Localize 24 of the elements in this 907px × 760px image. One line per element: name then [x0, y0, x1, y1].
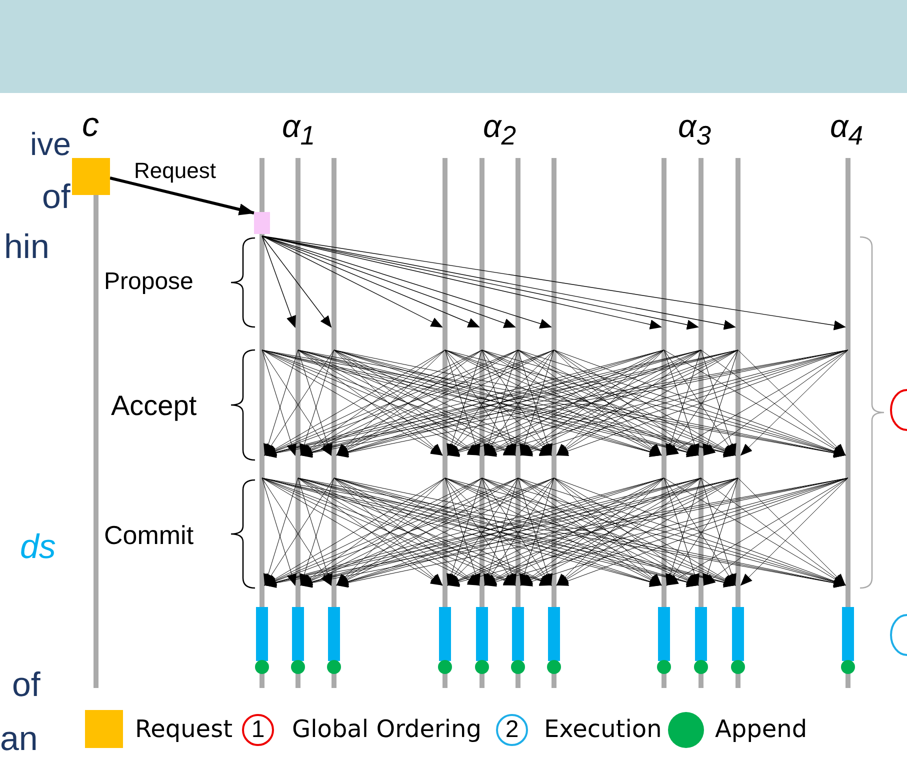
- phase-label: Commit: [104, 522, 194, 548]
- legend-label: Global Ordering: [292, 717, 482, 741]
- legend-label: Execution: [544, 717, 662, 741]
- phase-label: Propose: [104, 270, 194, 294]
- arrow: [110, 176, 255, 216]
- circled-number: 1: [242, 714, 274, 746]
- lifeline-name: α$_{2}$: [483, 110, 516, 150]
- text-fragment: of: [42, 180, 70, 214]
- proposal-square: [254, 212, 270, 234]
- text-fragment: ds: [20, 530, 56, 564]
- text-fragment: of: [12, 668, 40, 702]
- request-square: [72, 158, 110, 195]
- text-fragment: hin: [4, 230, 50, 264]
- lifeline-name: c: [82, 108, 99, 142]
- circled-number: 2: [496, 714, 528, 746]
- text-fragment: ive: [30, 128, 71, 160]
- phase-label: Accept: [111, 392, 197, 420]
- legend-label: Append: [715, 717, 808, 741]
- legend-label: Request: [135, 717, 232, 741]
- text-fragment: an: [0, 722, 38, 756]
- lifeline-name: α$_{1}$: [282, 110, 316, 150]
- lifeline-name: α$_{4}$: [830, 110, 864, 150]
- edge-label: Request: [132, 160, 218, 182]
- lifeline-name: α$_{3}$: [678, 110, 712, 150]
